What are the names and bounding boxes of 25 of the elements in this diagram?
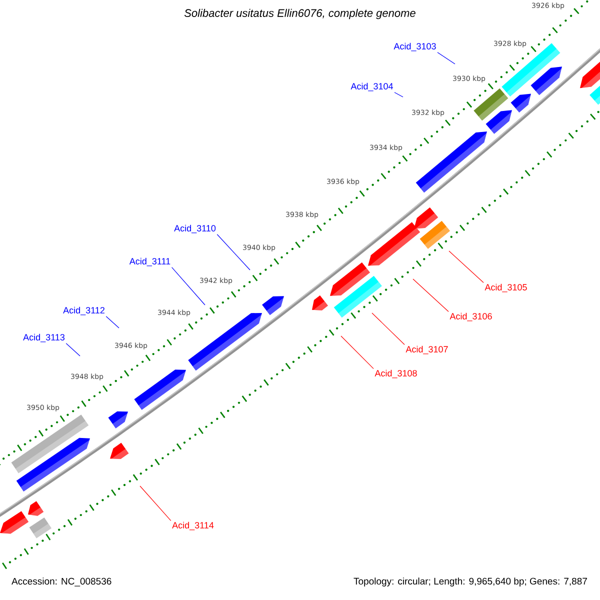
- leader-line: [66, 343, 80, 356]
- gene-label: Acid_3107: [406, 346, 448, 354]
- leader-line: [437, 52, 456, 64]
- title: Solibacter usitatus Ellin6076, complete genome: [184, 8, 416, 20]
- gene-label: Acid_3103: [394, 42, 436, 52]
- gene-label: Acid_3110: [174, 224, 216, 234]
- leader-line: [372, 312, 405, 345]
- gene-label: Acid_3104: [350, 82, 393, 92]
- gene-label: Acid_3108: [374, 370, 417, 378]
- leader-line: [340, 336, 374, 369]
- gene-label: Acid_3105: [484, 284, 527, 292]
- leader-line: [140, 486, 172, 521]
- leader-line: [448, 250, 484, 283]
- gene-label: Acid_3112: [63, 306, 104, 316]
- leader-line: [172, 267, 206, 306]
- gene-label: Acid_3114: [172, 522, 214, 530]
- leader-line: [106, 316, 120, 328]
- gene-label: Acid_3113: [23, 334, 65, 342]
- leader-line: [394, 92, 404, 98]
- gene-label: Acid_3111: [129, 258, 170, 266]
- genome-info-text: Topology: circular; Length: 9,965,640 bp; Genes: 7,887: [354, 578, 587, 586]
- accession-text: Accession: NC_008536: [12, 578, 112, 586]
- gene-label: Acid_3106: [450, 312, 492, 322]
- leader-line: [412, 278, 449, 312]
- leader-line: [216, 234, 250, 270]
